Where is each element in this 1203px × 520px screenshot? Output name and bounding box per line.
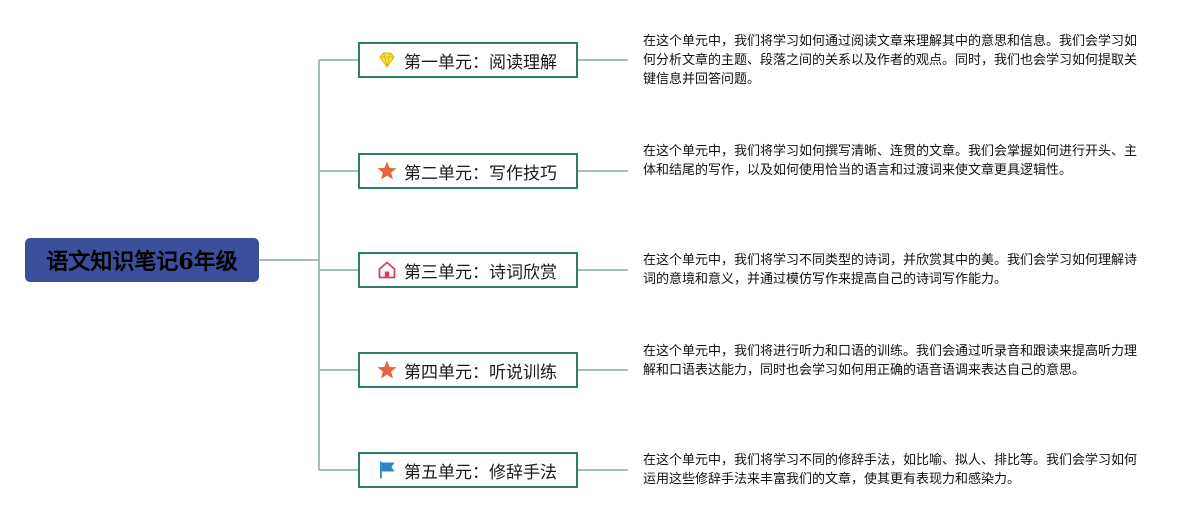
diamond-icon <box>376 49 398 71</box>
root-title: 语文知识笔记6年级 <box>46 249 238 275</box>
topic-description-unit-4: 在这个单元中，我们将进行听力和口语的训练。我们会通过听录音和跟读来提高听力理解和… <box>643 344 1138 378</box>
topic-label: 第五单元：修辞手法 <box>404 462 557 483</box>
home-icon <box>376 259 398 281</box>
root-topic[interactable]: 语文知识笔记6年级 <box>25 238 259 282</box>
topic-description-unit-5: 在这个单元中，我们将学习不同的修辞手法，如比喻、拟人、排比等。我们会学习如何运用… <box>643 453 1138 487</box>
topic-description-unit-3: 在这个单元中，我们将学习不同类型的诗词，并欣赏其中的美。我们会学习如何理解诗词的… <box>643 253 1138 287</box>
topic-description-unit-2: 在这个单元中，我们将学习如何撰写清晰、连贯的文章。我们会掌握如何进行开头、主体和… <box>643 144 1138 178</box>
topic-label: 第三单元：诗词欣赏 <box>404 262 557 283</box>
topic-label: 第四单元：听说训练 <box>404 362 557 383</box>
topic-unit-1[interactable]: 第一单元：阅读理解 <box>358 42 578 78</box>
flag-icon <box>376 459 398 481</box>
topic-label: 第二单元：写作技巧 <box>404 163 557 184</box>
topic-unit-3[interactable]: 第三单元：诗词欣赏 <box>358 252 578 288</box>
topic-unit-5[interactable]: 第五单元：修辞手法 <box>358 452 578 488</box>
star-icon <box>376 160 398 182</box>
star-icon <box>376 359 398 381</box>
topic-unit-4[interactable]: 第四单元：听说训练 <box>358 352 578 388</box>
topic-description-unit-1: 在这个单元中，我们将学习如何通过阅读文章来理解其中的意思和信息。我们会学习如何分… <box>643 34 1138 87</box>
topic-label: 第一单元：阅读理解 <box>404 52 557 73</box>
topic-unit-2[interactable]: 第二单元：写作技巧 <box>358 153 578 189</box>
